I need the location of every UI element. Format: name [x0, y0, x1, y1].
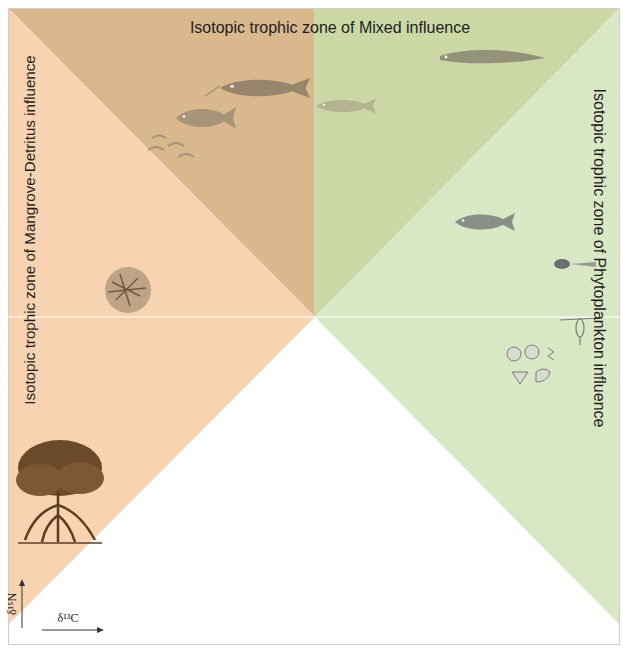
- mixed-zone: Isotopic trophic zone of Mixed influence: [8, 8, 620, 317]
- midline: [315, 316, 620, 317]
- zone-title: Isotopic trophic zone of Mixed influence: [190, 19, 470, 37]
- frame: [9, 9, 620, 645]
- zone-fill: [315, 8, 620, 625]
- zone-title: Isotopic trophic zone of Mangrove-Detrit…: [22, 55, 39, 405]
- axis-label: δ¹⁵N: [5, 593, 20, 615]
- axis-arrow: [22, 582, 23, 628]
- mangrove-zone: Isotopic trophic zone of Mangrove-Detrit…: [8, 8, 315, 625]
- axis-arrow: [42, 630, 100, 631]
- phytoplankton-zone: Isotopic trophic zone of Phytoplankton i…: [315, 8, 620, 625]
- zone-title: Isotopic trophic zone of Phytoplankton i…: [590, 89, 608, 428]
- axis-label: δ¹³C: [58, 611, 79, 626]
- detritus: [105, 267, 151, 313]
- midline: [8, 316, 315, 317]
- zone-fill: [8, 8, 315, 625]
- zone-fill: [8, 8, 620, 317]
